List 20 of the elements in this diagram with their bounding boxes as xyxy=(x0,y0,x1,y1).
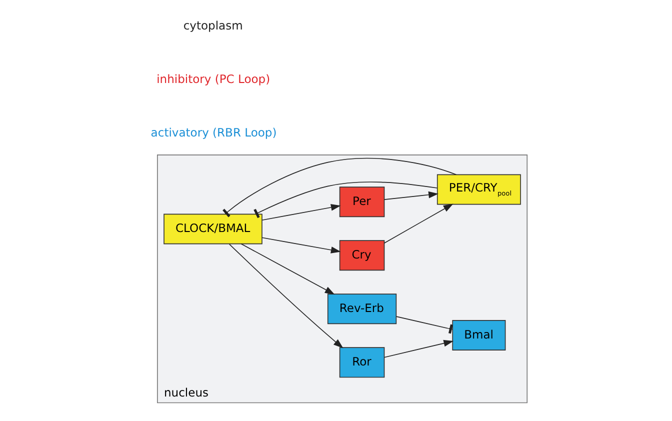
arrow xyxy=(261,237,340,254)
arrow xyxy=(383,340,454,358)
node-box: PER/CRY$_{pool}$ xyxy=(436,174,520,205)
arrow xyxy=(240,243,334,295)
node-box: Per xyxy=(338,186,384,218)
label: inhibitory (PC Loop) xyxy=(156,72,270,86)
connector xyxy=(222,158,456,218)
connector xyxy=(396,316,452,334)
node-box: Rev-Erb xyxy=(326,294,396,324)
node-box: CLOCK/BMAL xyxy=(163,214,262,244)
arrow xyxy=(228,244,343,348)
arrow xyxy=(261,204,340,221)
arrow xyxy=(383,191,438,200)
node-box: Ror xyxy=(338,347,384,378)
node-box: Cry xyxy=(338,240,384,271)
connector xyxy=(253,182,438,218)
label: activatory (RBR Loop) xyxy=(150,126,276,140)
node-box: Bmal xyxy=(452,320,506,350)
label: cytoplasm xyxy=(182,18,242,33)
arrow xyxy=(383,204,453,244)
